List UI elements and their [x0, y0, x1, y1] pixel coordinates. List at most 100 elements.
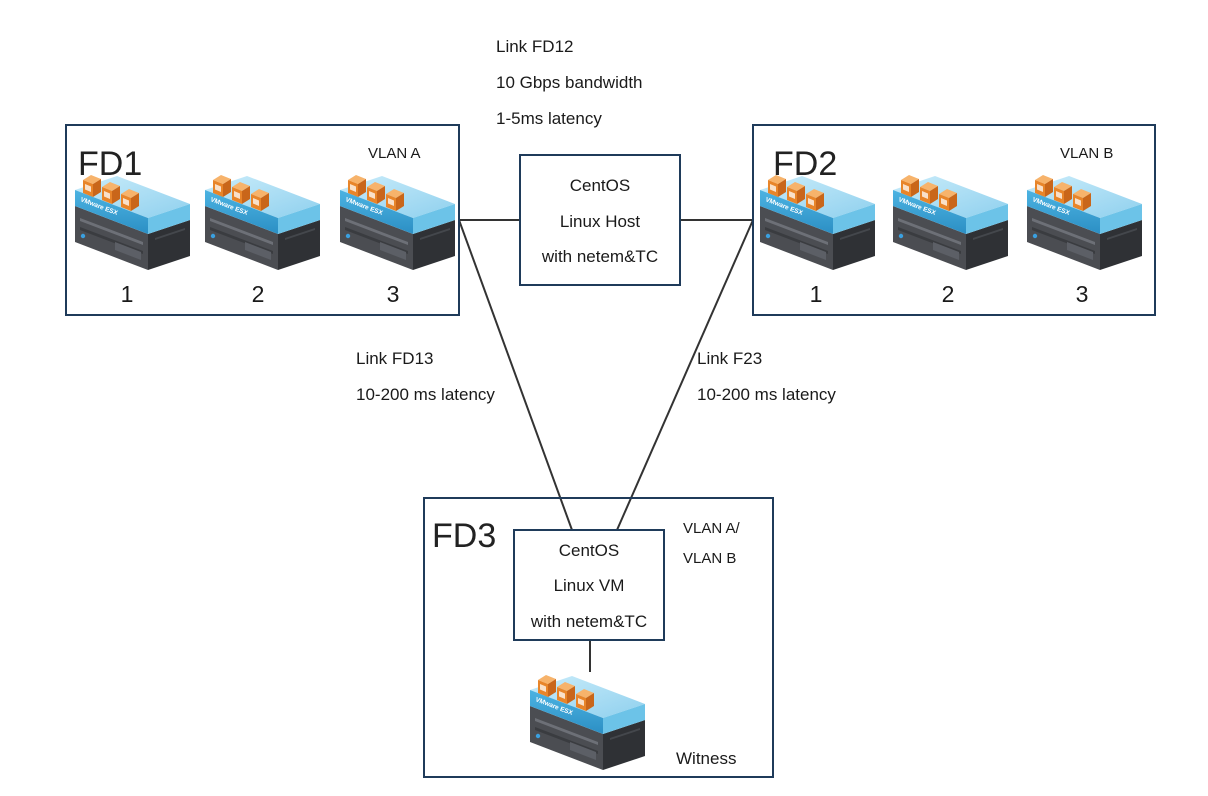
server-side-vent [610, 728, 640, 740]
vm-cube-window [104, 191, 110, 199]
fd2-box [752, 124, 1156, 316]
vm-cube-top [83, 175, 101, 184]
vm-cube-top [213, 175, 231, 184]
vm-cube-side [911, 179, 919, 197]
link-fd13-name: Link FD13 [356, 349, 433, 368]
vm-cube-side [586, 693, 594, 711]
vm-cube-icon [251, 189, 269, 211]
fd2-host-1-esx-icon: VMware ESX [760, 175, 875, 270]
fd1-host-3-label: 3 [387, 281, 400, 307]
server-side-face [278, 220, 320, 270]
centos-host-line-1: CentOS [570, 176, 630, 195]
server-side-vent [973, 228, 1003, 240]
link-f23-name: Link F23 [697, 349, 762, 368]
hypervisor-slab-side [413, 204, 455, 234]
centos-vm-line-2: Linux VM [554, 576, 625, 595]
server-side-vent [420, 228, 450, 240]
centos-host-line-3: with netem&TC [541, 247, 658, 266]
vm-cube-top [386, 189, 404, 198]
vm-cube-window [941, 198, 947, 206]
server-bay-line [345, 218, 408, 245]
vm-cube-window [1075, 198, 1081, 206]
vm-cube-top [232, 182, 250, 191]
server-drive-panel [115, 242, 141, 260]
hypervisor-slab-side [603, 704, 645, 734]
server-bay-line [535, 718, 598, 745]
link-fd12-bandwidth: 10 Gbps bandwidth [496, 73, 643, 92]
centos-linux-host: CentOS Linux Host with netem&TC [519, 154, 681, 286]
fd2-host-2-esx-icon: VMware ESX [893, 175, 1008, 270]
hypervisor-slab-front [1027, 190, 1100, 234]
server-side-face [833, 220, 875, 270]
link-f23-line [616, 219, 754, 531]
server-bay-line [765, 218, 828, 245]
server-drive-panel [570, 742, 596, 760]
server-side-face [413, 220, 455, 270]
vm-cube-top [576, 689, 594, 698]
vm-cube-side [1064, 186, 1072, 204]
vm-cube-side [112, 186, 120, 204]
fault-domain-fd3: FD3 VLAN A/ VLAN B CentOS Linux VM with … [423, 497, 774, 778]
server-bay-line [898, 218, 961, 245]
centos-host-line-2: Linux Host [560, 212, 641, 231]
fd2-host-1-label: 1 [810, 281, 823, 307]
hypervisor-slab-side [966, 204, 1008, 234]
fault-domain-fd1: FD1 VLAN A 1 2 3 [65, 124, 460, 316]
fd1-host-2-esx-icon: VMware ESX [205, 175, 320, 270]
server-drive-panel [245, 242, 271, 260]
vm-cube-icon [1054, 182, 1072, 204]
vm-cube-window [1056, 191, 1062, 199]
vm-cube-top [251, 189, 269, 198]
vm-cube-icon [102, 182, 120, 204]
vm-cube-side [930, 186, 938, 204]
vm-cube-icon [939, 189, 957, 211]
vm-cube-icon [920, 182, 938, 204]
vm-cube-side [396, 193, 404, 211]
vm-cube-top [538, 675, 556, 684]
vm-cube-window [1037, 184, 1043, 192]
fd3-vlan-line-2: VLAN B [683, 550, 736, 567]
vm-cube-top [901, 175, 919, 184]
vm-cube-icon [901, 175, 919, 197]
centos-vm-line-1: CentOS [559, 541, 619, 560]
vm-cube-window [234, 191, 240, 199]
server-power-led [898, 233, 904, 239]
hypervisor-slab-side [833, 204, 875, 234]
vm-cube-side [816, 193, 824, 211]
vm-cube-top [557, 682, 575, 691]
vm-cube-top [102, 182, 120, 191]
link-f23-latency: 10-200 ms latency [697, 385, 836, 404]
hypervisor-slab-side [278, 204, 320, 234]
centos-vm-line-3: with netem&TC [530, 612, 647, 631]
server-drive-panel [933, 242, 959, 260]
vm-cube-top [121, 189, 139, 198]
vm-cube-side [1045, 179, 1053, 197]
vm-cube-window [369, 191, 375, 199]
fd1-host-1-label: 1 [121, 281, 134, 307]
vm-cube-window [922, 191, 928, 199]
hypervisor-slab-side [1100, 204, 1142, 234]
link-fd12-latency: 1-5ms latency [496, 109, 602, 128]
vm-cube-icon [538, 675, 556, 697]
server-side-vent [1107, 228, 1137, 240]
server-side-vent [285, 228, 315, 240]
vm-cube-side [1083, 193, 1091, 211]
vm-cube-icon [1035, 175, 1053, 197]
vm-cube-top [367, 182, 385, 191]
vm-cube-side [567, 686, 575, 704]
vm-cube-window [578, 698, 584, 706]
server-bay-line [210, 218, 273, 245]
vm-cube-window [350, 184, 356, 192]
vm-cube-icon [787, 182, 805, 204]
vm-cube-side [261, 193, 269, 211]
server-power-led [765, 233, 771, 239]
hypervisor-slab-front [75, 190, 148, 234]
vm-cube-window [85, 184, 91, 192]
hypervisor-slab-front [760, 190, 833, 234]
server-side-vent [840, 228, 870, 240]
server-power-led [80, 233, 86, 239]
vm-cube-top [787, 182, 805, 191]
link-fd13-latency: 10-200 ms latency [356, 385, 495, 404]
